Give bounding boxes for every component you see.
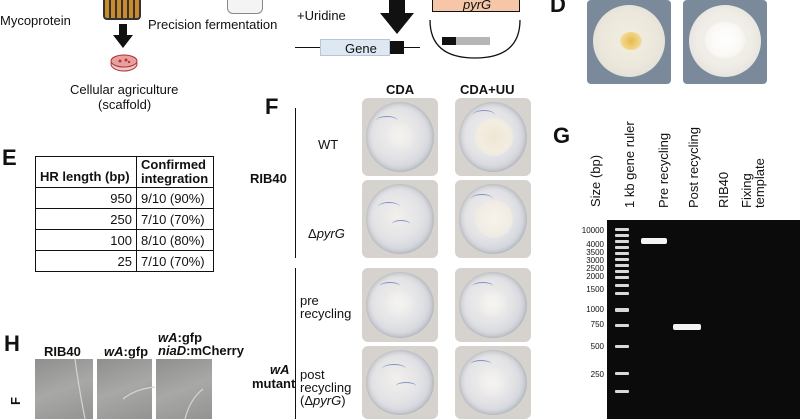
plate-pyrg-cda (362, 180, 438, 258)
hyphae-overlay (74, 359, 204, 419)
size-scale: 10000 4000 3500 3000 2500 2000 1500 1000… (581, 226, 604, 379)
fermentation-vessel-icon (227, 0, 263, 14)
micrograph-label-wa-gfp-niad: wA:gfp niaD:mCherry (158, 330, 244, 358)
row-label-pre-recycling: recycling (300, 306, 352, 321)
group-label-rib40: RIB40 (250, 171, 287, 186)
ladder-band (615, 308, 629, 312)
mycoprotein-label: Mycoprotein (0, 13, 71, 28)
plate-photo-d1 (587, 0, 671, 84)
ladder-band (615, 284, 629, 287)
panel-letter-g: G (553, 123, 571, 148)
side-letter-f: F (8, 397, 23, 405)
gene-box: Gene (320, 39, 390, 56)
row-label-post-recycling: recycling (300, 380, 352, 395)
table-row: 950 9/10 (90%) (35, 187, 214, 209)
table-header-row: HR length (bp) Confirmed integration (35, 156, 214, 188)
scaffold-label: (scaffold) (98, 97, 152, 112)
cellular-agriculture-label: Cellular agriculture (70, 82, 179, 97)
plasmid-diagram (429, 19, 521, 59)
micrograph-label-rib40: RIB40 (44, 344, 81, 359)
ladder-band (615, 324, 629, 327)
row-label-post: post (300, 367, 325, 382)
column-header-confirmed: Confirmed integration (136, 156, 214, 188)
homology-arm (390, 41, 404, 54)
group-bracket-rib40 (295, 108, 297, 258)
column-header-hr-length: HR length (bp) (35, 156, 137, 188)
down-arrow-icon (113, 24, 133, 48)
group-label-mutant: mutant (252, 376, 296, 391)
ladder-band (615, 228, 629, 231)
group-label-wa: wA (270, 362, 290, 377)
precision-fermentation-label: Precision fermentation (148, 17, 278, 32)
ladder-band (615, 372, 629, 375)
post-recycling-band (673, 324, 701, 330)
pre-recycling-band (641, 238, 667, 244)
column-header-cda: CDA (386, 82, 415, 97)
plate-pre-cda-uu (455, 268, 531, 342)
uridine-label: +Uridine (297, 8, 346, 23)
panel-letter-h: H (4, 331, 20, 356)
ladder-band (615, 292, 629, 295)
plate-photo-d2 (683, 0, 767, 84)
ladder-band (615, 270, 629, 273)
ladder-band (615, 252, 629, 255)
lane-label-pre-recycling: Pre recycling (656, 132, 671, 208)
pyrg-cassette: pyrG (432, 0, 520, 12)
ladder-band (615, 264, 629, 267)
panel-letter-f: F (265, 94, 279, 119)
lane-label-rib40: RIB40 (716, 171, 731, 208)
lane-label-ladder: 1 kb gene ruler (622, 121, 637, 208)
table-row: 250 7/10 (70%) (35, 208, 214, 230)
panel-letter-e: E (2, 145, 17, 170)
ladder-band (615, 345, 629, 348)
table-row: 100 8/10 (80%) (35, 229, 214, 251)
row-label-pre: pre (300, 293, 319, 308)
plate-wt-cda (362, 98, 438, 176)
row-label-post-pyrg: (ΔpyrG) (300, 393, 346, 408)
ladder-band (615, 240, 629, 243)
ladder-band (615, 276, 629, 279)
gene-label: Gene (345, 41, 377, 56)
y-axis-label: Size (bp) (588, 154, 603, 207)
ladder-band (615, 234, 629, 237)
down-arrow-icon (380, 0, 414, 34)
group-bracket-wa (295, 268, 297, 419)
plate-wt-cda-uu (455, 98, 531, 176)
row-label-wt: WT (318, 137, 339, 152)
lane-label-post-recycling: Post recycling (686, 127, 701, 208)
ladder-band (615, 258, 629, 261)
row-label-pyrg: ΔpyrG (308, 226, 345, 241)
pyrg-label: pyrG (463, 0, 492, 12)
plate-pre-cda (362, 268, 438, 342)
bioreactor-icon (103, 0, 141, 20)
table-row: 25 7/10 (70%) (35, 250, 214, 272)
petri-dish-icon (110, 54, 138, 72)
ladder-band (615, 390, 629, 393)
plate-post-cda-uu (455, 346, 531, 419)
plate-post-cda (362, 346, 438, 419)
micrograph-label-wa-gfp: wA:gfp (104, 344, 149, 359)
gel-image (607, 220, 800, 419)
hr-length-table: HR length (bp) Confirmed integration 950… (35, 156, 214, 272)
plate-pyrg-cda-uu (455, 180, 531, 258)
ladder-band (615, 246, 629, 249)
panel-letter-d: D (550, 0, 566, 17)
column-header-cda-uu: CDA+UU (460, 82, 515, 97)
